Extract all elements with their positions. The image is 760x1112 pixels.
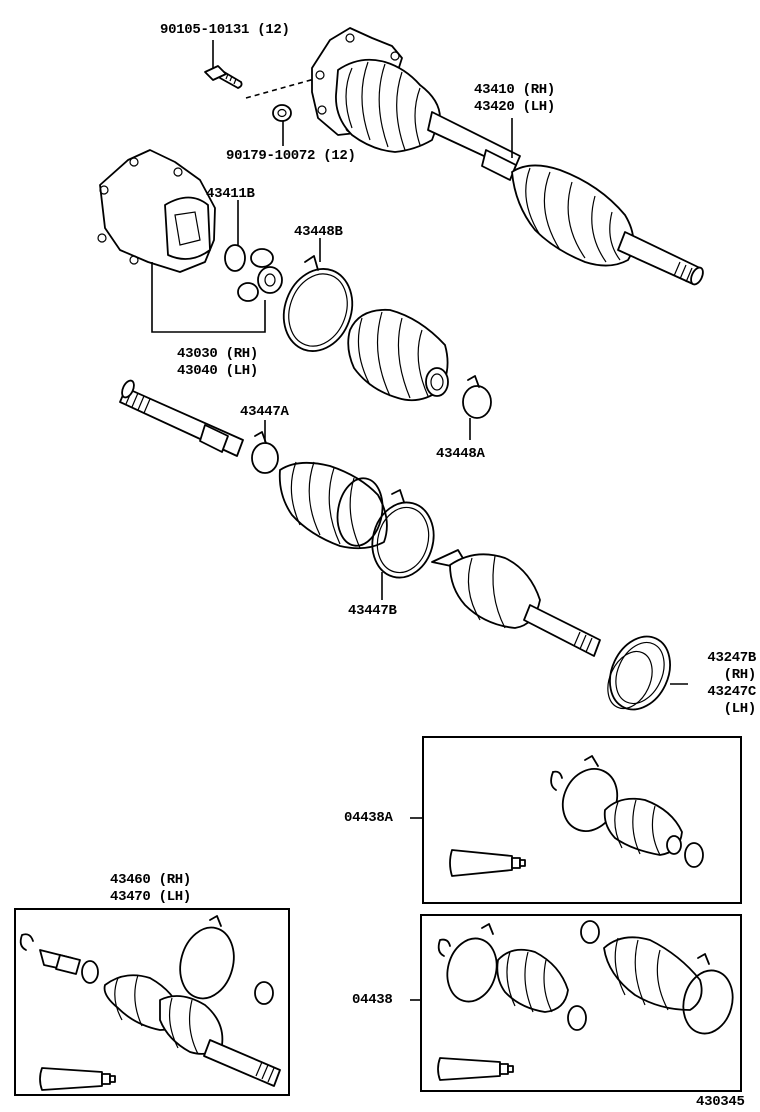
diagram-id-label: 430345 [696,1094,745,1110]
outboard-shaft-assembly[interactable] [311,27,705,286]
kit-04438-box[interactable] [420,914,742,1092]
inboard-joint-housing[interactable] [97,149,266,333]
clamp-small-inner[interactable] [251,420,279,474]
drive-shaft-assy-contents[interactable] [19,915,281,1091]
clamp-small-inner-label: 43447A [240,404,289,420]
bolt-part[interactable] [204,65,243,89]
outboard-boot-center[interactable] [278,461,388,550]
dust-deflector-label-rh: (RH) [723,667,757,683]
dust-deflector-label-lh: (LH) [723,701,757,717]
outboard-shaft-label-lh: 43420 (LH) [474,99,556,115]
drive-shaft-assy-label-lh: 43470 (LH) [110,889,192,905]
nut-label: 90179-10072 (12) [226,148,356,164]
clamp-large-outer[interactable] [364,489,442,600]
dust-deflector-label-c: 43247C [707,684,756,700]
dust-deflector-label-b: 43247B [707,650,756,666]
drive-shaft-assy-box[interactable] [14,908,290,1096]
kit-04438A-label: 04438A [344,810,393,826]
clamp-small-inboard[interactable] [462,375,492,440]
intermediate-shaft[interactable] [119,379,244,457]
outer-cv-joint[interactable] [431,549,601,657]
inboard-boot[interactable] [347,308,449,402]
inboard-joint-label-rh: 43030 (RH) [177,346,259,362]
kit-04438-label: 04438 [352,992,393,1008]
nut-part[interactable] [272,104,292,146]
kit-04438A-contents[interactable] [449,755,704,877]
clamp-small-inboard-label: 43448A [436,446,485,462]
tripod-spider[interactable] [237,248,283,302]
clamp-large-inboard-label: 43448B [294,224,343,240]
bolt-label: 90105-10131 (12) [160,22,290,38]
snap-ring-part[interactable] [224,200,246,272]
inboard-joint-label-lh: 43040 (LH) [177,363,259,379]
kit-04438-contents[interactable] [437,920,739,1081]
dust-deflector[interactable] [599,627,688,720]
snap-ring-label: 43411B [206,186,255,202]
outboard-shaft-label-rh: 43410 (RH) [474,82,556,98]
drive-shaft-assy-label-rh: 43460 (RH) [110,872,192,888]
clamp-ring-large-inboard[interactable] [273,238,364,361]
kit-04438A-box[interactable] [422,736,742,904]
clamp-large-outer-label: 43447B [348,603,397,619]
